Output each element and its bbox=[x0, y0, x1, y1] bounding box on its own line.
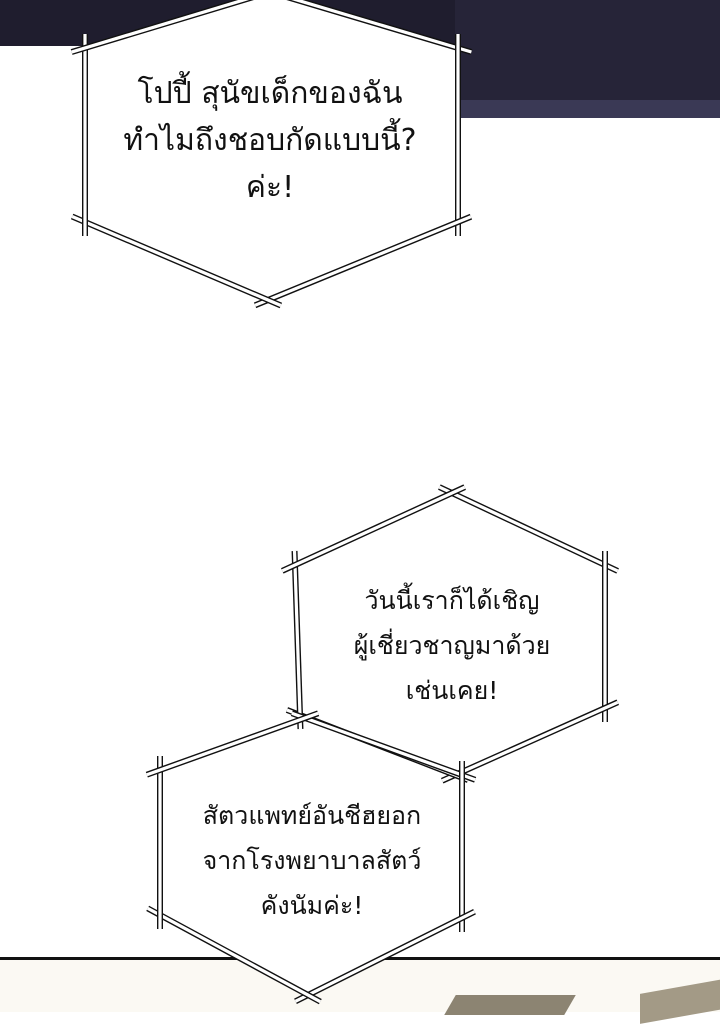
bubble-2-edge bbox=[281, 485, 466, 573]
bubble-3-fill bbox=[160, 718, 462, 995]
speech-bubble-2: วันนี้เราก็ได้เชิญ ผู้เชี่ยวชาญมาด้วย เช… bbox=[354, 578, 551, 713]
bubble-2-edge bbox=[441, 700, 619, 783]
bubble-line: สัตวแพทย์อันชีฮยอก bbox=[202, 801, 422, 830]
top-panel-band bbox=[455, 100, 720, 118]
bubble-line: ค่ะ! bbox=[245, 170, 295, 205]
bubble-line: จากโรงพยาบาลสัตว์ bbox=[202, 846, 422, 875]
bubble-1-edge bbox=[71, 215, 282, 307]
speech-bubble-1: โปปี้ สุนัขเด็กของฉัน ทำไมถึงชอบกัดแบบนี… bbox=[123, 70, 416, 211]
bubble-line: ทำไมถึงชอบกัดแบบนี้? bbox=[123, 123, 417, 158]
bubble-1-fill bbox=[85, 0, 458, 300]
bubble-3-edge bbox=[294, 910, 476, 1003]
bubble-line: คังนัมค่ะ! bbox=[260, 891, 364, 920]
bubble-3-edge bbox=[146, 906, 322, 1004]
bubble-line: วันนี้เราก็ได้เชิญ bbox=[364, 586, 540, 615]
bubble-2-fill bbox=[295, 493, 605, 775]
bubble-line: เช่นเคย! bbox=[405, 676, 499, 705]
bubble-line: โปปี้ สุนัขเด็กของฉัน bbox=[137, 76, 403, 111]
bubble-1-edge bbox=[254, 215, 472, 307]
bubble-2-edge bbox=[438, 485, 619, 573]
bubble-1-edge bbox=[71, 0, 250, 54]
bubble-3-edge bbox=[146, 711, 319, 777]
speech-bubble-3: สัตวแพทย์อันชีฮยอก จากโรงพยาบาลสัตว์ คัง… bbox=[203, 793, 422, 928]
top-panel-background-right bbox=[455, 0, 720, 118]
bubble-2-edge bbox=[292, 550, 303, 730]
bubble-3-edge bbox=[291, 711, 476, 782]
bubble-1-edge bbox=[291, 0, 472, 54]
bubble-line: ผู้เชี่ยวชาญมาด้วย bbox=[353, 631, 551, 660]
